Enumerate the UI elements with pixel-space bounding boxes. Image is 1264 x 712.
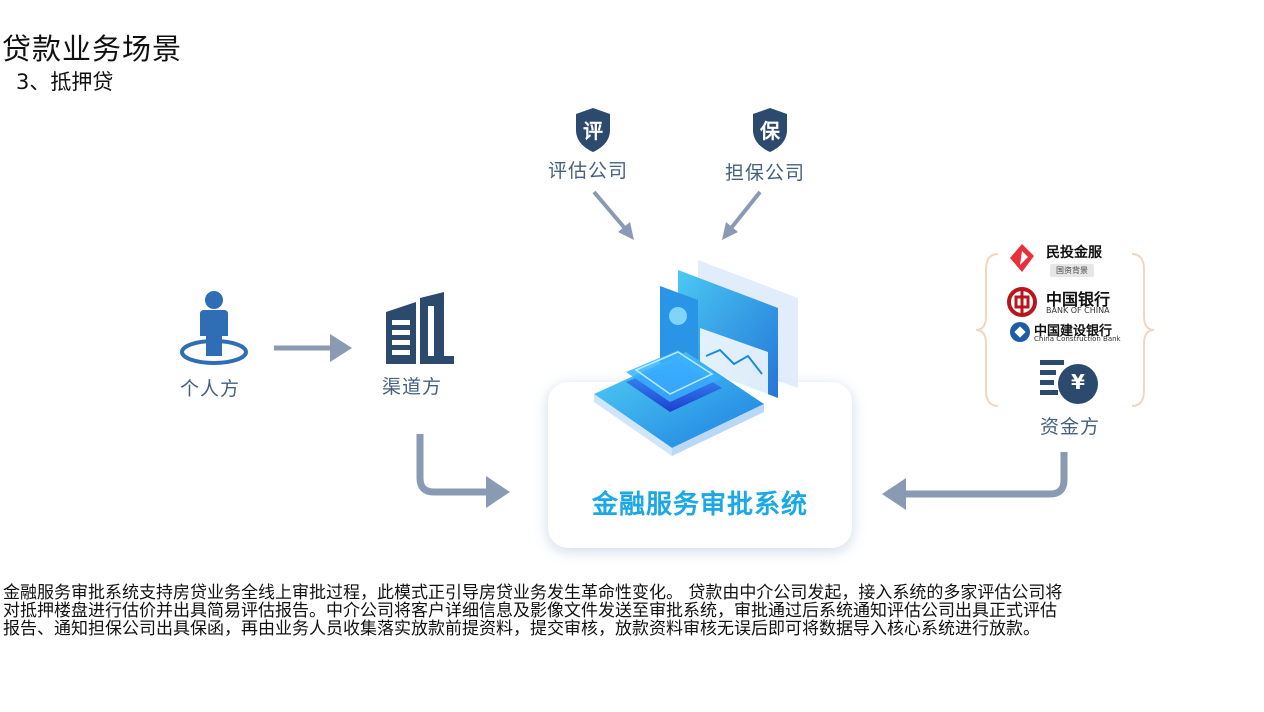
ccb-logo-icon [1008,320,1032,348]
page-title: 贷款业务场景 [2,32,183,66]
boc-logo-sub: BANK OF CHINA [1046,306,1110,315]
ccb-logo-name: 中国建设银行 [1034,324,1113,339]
building-icon [382,292,456,370]
minto-logo-icon [1008,242,1036,278]
evaluation-shield-icon: 评 [572,106,614,154]
funding-yen-icon: ¥ [1038,356,1102,408]
ccb-logo-sub: China Construction Bank [1034,335,1121,343]
evaluation-company-label: 评估公司 [548,160,629,182]
channel-label: 渠道方 [382,376,443,398]
minto-logo-tag: 国资背景 [1050,264,1094,277]
boc-logo-icon [1006,286,1038,322]
evaluation-icon-char: 评 [583,119,603,143]
description-paragraph: 金融服务审批系统支持房贷业务全线上审批过程，此模式正引导房贷业务发生革命性变化。… [3,583,1063,639]
funding-yen-char: ¥ [1071,370,1085,394]
funding-label: 资金方 [1040,416,1101,438]
core-system-illustration [588,256,818,470]
arrow-funding-to-core [882,452,1068,510]
minto-logo-name: 民投金服 [1046,245,1102,261]
guarantee-icon-char: 保 [760,119,780,143]
boc-logo-name: 中国银行 [1046,290,1111,309]
arrow-individual-to-channel [274,334,352,362]
individual-label: 个人方 [180,378,241,400]
guarantee-shield-icon: 保 [749,106,791,154]
page-subtitle: 3、抵押贷 [16,70,114,94]
guarantee-company-label: 担保公司 [725,162,806,184]
arrow-evaluation-to-core [592,190,634,240]
arrow-channel-to-core [416,434,510,508]
funding-brace [975,253,1155,407]
core-system-label: 金融服务审批系统 [591,490,808,520]
person-icon [180,288,248,372]
arrow-guarantee-to-core [722,190,762,240]
